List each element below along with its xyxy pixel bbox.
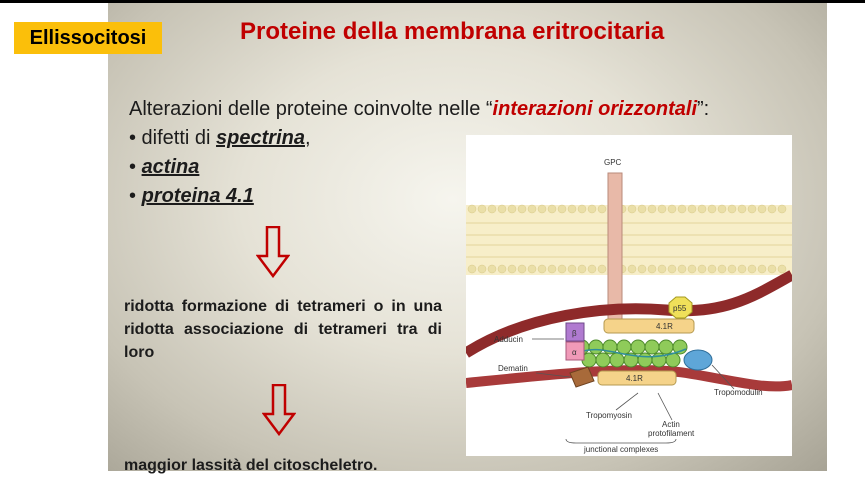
bullet-prefix: • difetti di	[129, 127, 217, 149]
actin-label: Actin	[662, 420, 680, 429]
p55-protein	[668, 296, 693, 319]
bullet-term: proteina 4.1	[141, 185, 254, 207]
tropomyosin-label: Tropomyosin	[586, 411, 632, 420]
bullet-prefix: •	[129, 156, 142, 178]
membrane-diagram: GPC p55 4.1R β α 4.1R	[466, 135, 792, 456]
bullet-actina: • actina	[129, 156, 199, 179]
dematin-label: Dematin	[498, 364, 528, 373]
bullet-term: actina	[141, 156, 200, 178]
gpc-protein	[607, 172, 623, 324]
leader-lines	[532, 338, 735, 421]
intro-before: Alterazioni delle proteine coinvolte nel…	[129, 98, 493, 120]
bullet-term: spectrina	[216, 127, 305, 149]
consequence-text: ridotta formazione di tetrameri o in una…	[124, 298, 442, 361]
intro-emphasis: interazioni orizzontali	[492, 98, 697, 120]
intro-line: Alterazioni delle proteine coinvolte nel…	[129, 98, 709, 121]
gpc-label: GPC	[604, 158, 622, 167]
beta-label: β	[572, 329, 577, 338]
lipid-bilayer	[466, 204, 792, 275]
band41r-label: 4.1R	[626, 374, 643, 383]
down-arrow-icon	[256, 226, 290, 278]
adducin-label: Adducin	[494, 335, 523, 344]
dematin-protein	[569, 366, 595, 388]
alpha-label: α	[572, 348, 577, 357]
top-border	[0, 0, 865, 3]
p55-label: p55	[673, 304, 687, 313]
bullet-suffix: ,	[304, 127, 311, 149]
conclusion-text: maggior lassità del citoscheletro.	[124, 457, 378, 474]
down-arrow-icon	[262, 384, 296, 436]
junctional-label: junctional complexes	[583, 445, 658, 454]
bullet-proteina-41: • proteina 4.1	[129, 185, 254, 208]
tropomodulin-protein	[683, 349, 713, 371]
spectrin-strand	[466, 365, 792, 392]
band41r-bottom	[597, 370, 677, 386]
band41r-top-label: 4.1R	[656, 322, 673, 331]
spectrin-strand	[466, 270, 792, 358]
adducin-beta	[565, 322, 585, 342]
topic-tag: Ellissocitosi	[14, 22, 162, 54]
adducin-alpha	[565, 341, 585, 361]
tropomodulin-label: Tropomodulin	[714, 388, 763, 397]
bullet-prefix: •	[129, 185, 142, 207]
tropomyosin-strand	[577, 348, 687, 358]
bullet-spectrina: • difetti di spectrina,	[129, 127, 311, 150]
band41r-top	[603, 318, 695, 334]
junctional-bracket	[565, 438, 677, 444]
protofilament-label: protofilament	[648, 429, 695, 438]
membrane-diagram-svg: GPC p55 4.1R β α 4.1R	[466, 158, 792, 454]
intro-after: ”:	[697, 98, 710, 120]
slide-title: Proteine della membrana eritrocitaria	[240, 18, 665, 45]
